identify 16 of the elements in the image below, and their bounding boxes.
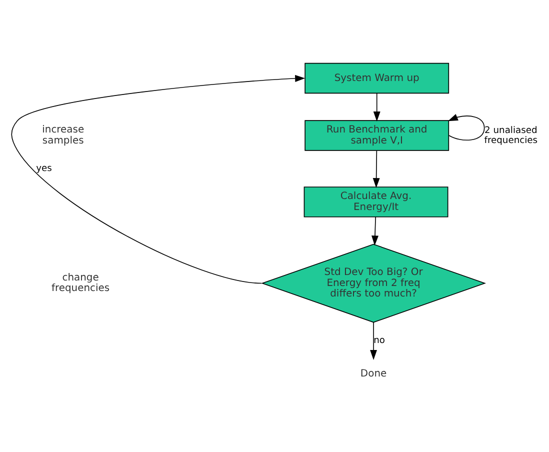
edge-label: no	[374, 336, 386, 346]
node-box: Calculate Avg. Energy/It	[304, 186, 448, 218]
label: change frequencies	[51, 272, 110, 294]
arrow	[448, 114, 485, 141]
arrow	[11, 75, 306, 284]
node-diamond: Std Dev Too Big? Or Energy from 2 freq differs too much?	[261, 244, 486, 323]
node-text: Done	[360, 368, 387, 380]
edge-label: yes	[36, 164, 52, 174]
arrow	[372, 216, 378, 246]
edge-label: 2 unaliased frequencies	[484, 126, 538, 146]
node-box: System Warm up	[304, 62, 450, 94]
label: increase samples	[42, 124, 84, 146]
arrow	[370, 322, 378, 360]
arrow	[373, 93, 380, 122]
node-box: Run Benchmark and sample V,I	[304, 120, 450, 151]
arrow	[372, 150, 380, 188]
